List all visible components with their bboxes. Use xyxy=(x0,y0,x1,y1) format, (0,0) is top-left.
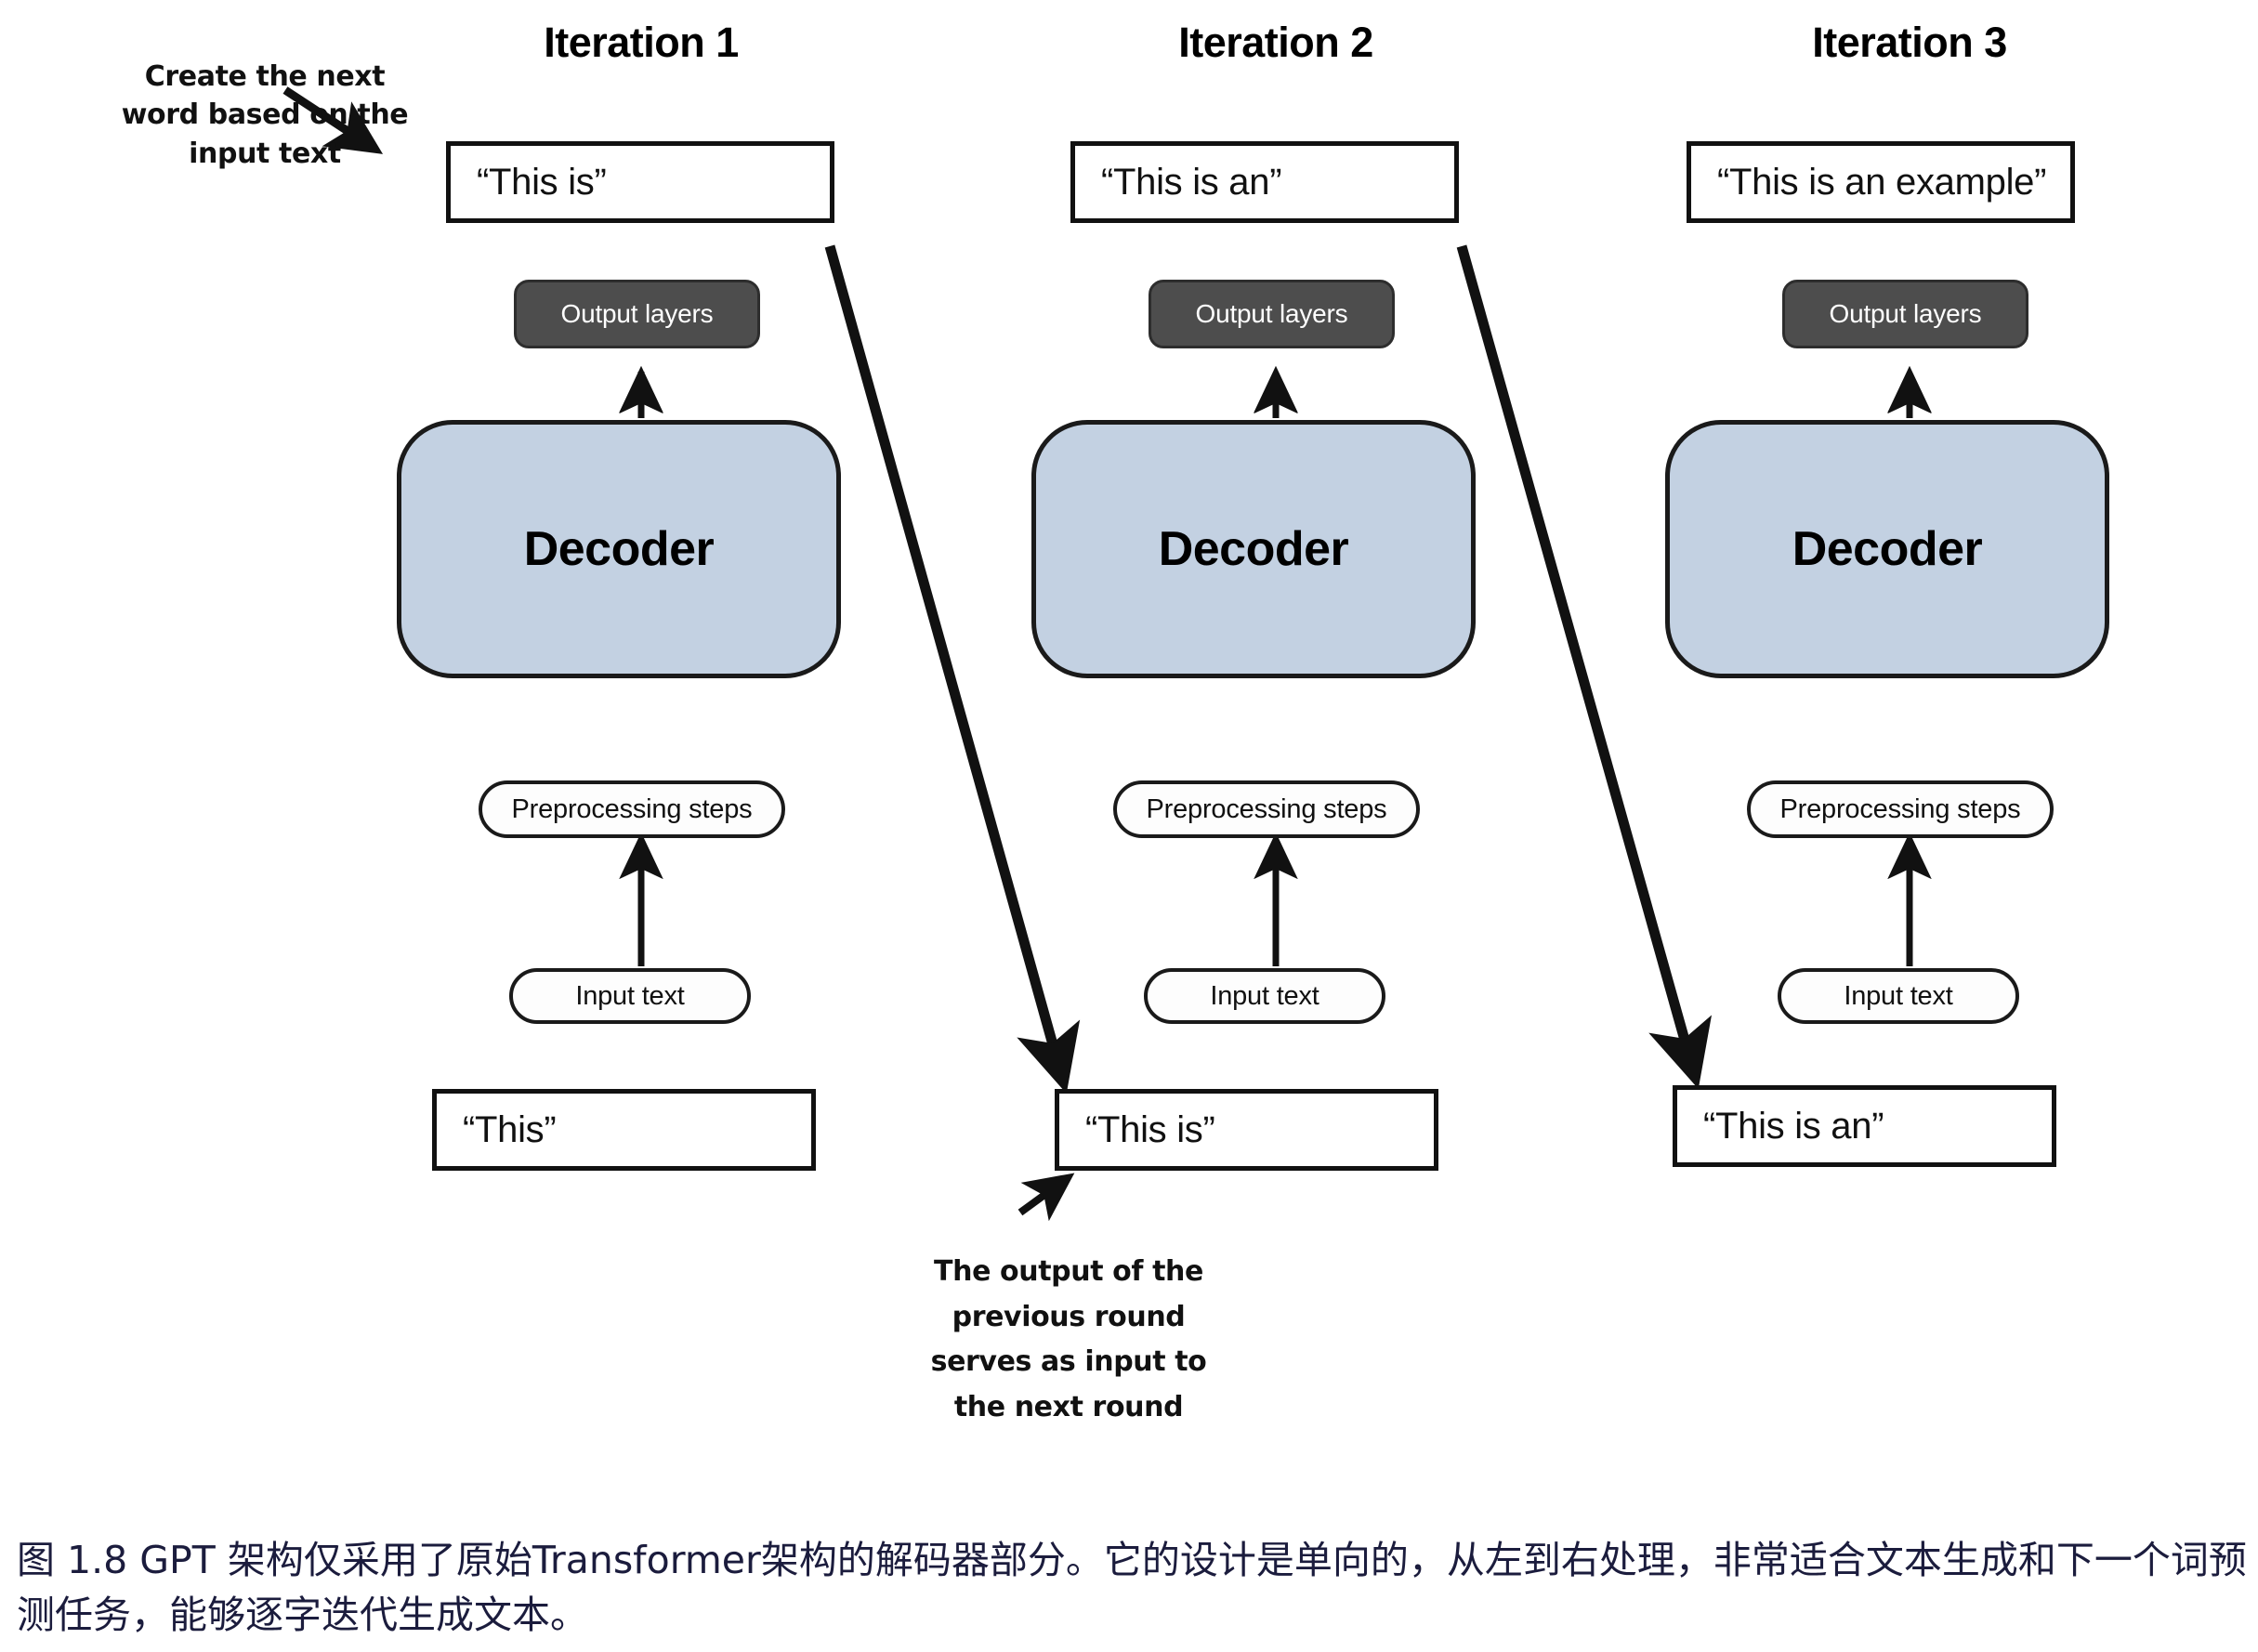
column-1-input-text: Input text xyxy=(509,968,751,1024)
column-2-input-textbox: “This is” xyxy=(1055,1089,1438,1171)
column-2-output-layers: Output layers xyxy=(1149,280,1395,348)
carryover-arrow-2-to-3 xyxy=(1456,244,1713,1089)
annotation-output-previous-round: The output of the previous round serves … xyxy=(930,1255,1207,1423)
column-3-input-text: Input text xyxy=(1778,968,2019,1024)
column-3-output-layers: Output layers xyxy=(1782,280,2028,348)
column-2-preprocessing: Preprocessing steps xyxy=(1113,780,1420,838)
annotation-create-next-word: Create the next word based on the input … xyxy=(121,60,409,170)
column-3-preprocessing: Preprocessing steps xyxy=(1747,780,2054,838)
column-2-decoder: Decoder xyxy=(1031,420,1476,678)
column-3-input-textbox: “This is an” xyxy=(1673,1085,2056,1167)
column-2-title: Iteration 2 xyxy=(1178,19,1373,66)
annotation-pointer-bottom xyxy=(1017,1173,1075,1222)
column-1-input-textbox: “This” xyxy=(432,1089,816,1171)
column-1-preprocessing: Preprocessing steps xyxy=(479,780,785,838)
column-1-decoder: Decoder xyxy=(397,420,841,678)
column-2-input-text: Input text xyxy=(1144,968,1385,1024)
column-1-output-textbox: “This is” xyxy=(446,141,834,223)
column-1-output-layers: Output layers xyxy=(514,280,760,348)
figure-caption: 图 1.8 GPT 架构仅采用了原始Transformer架构的解码器部分。它的… xyxy=(17,1538,2247,1638)
column-3-decoder: Decoder xyxy=(1665,420,2109,678)
carryover-arrow-1-to-2 xyxy=(824,244,1081,1094)
column-3-title: Iteration 3 xyxy=(1812,19,2007,66)
column-3-output-textbox: “This is an example” xyxy=(1687,141,2075,223)
column-2-output-textbox: “This is an” xyxy=(1070,141,1459,223)
column-1-title: Iteration 1 xyxy=(544,19,739,66)
